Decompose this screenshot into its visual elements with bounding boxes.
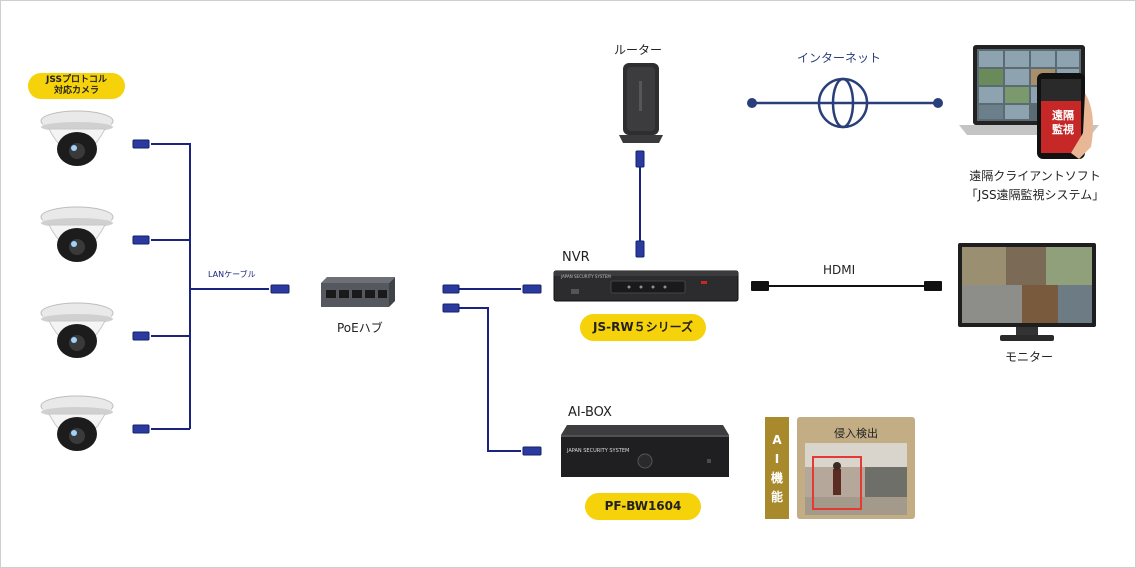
camera-tag: JSSプロトコル 対応カメラ: [28, 73, 125, 99]
lan-cable-label: LANケーブル: [208, 270, 256, 279]
dome-camera-icon: [40, 206, 114, 262]
router: [617, 61, 667, 149]
rj45-connector: [522, 446, 542, 456]
intrusion-detection-panel: 侵入検出: [797, 417, 915, 519]
detection-image: [805, 443, 907, 515]
rj45-connector: [132, 235, 150, 245]
monitor-label: モニター: [1005, 350, 1054, 364]
internet-label: インターネット: [797, 51, 882, 65]
laptop-icon: [959, 45, 1099, 159]
rj45-connector: [132, 424, 150, 434]
rj45-connector: [132, 331, 150, 341]
cable-camera-1: [151, 143, 191, 429]
ai-tag-char: 能: [770, 490, 783, 504]
phone-screen-text: 遠隔監視: [1052, 109, 1074, 136]
aibox-title: AI-BOX: [568, 405, 612, 420]
rj45-connector: [635, 150, 645, 168]
client-label-line1: 遠隔クライアントソフト: [969, 169, 1101, 183]
client-label-line2: 「JSS遠隔監視システム」: [965, 188, 1105, 202]
aibox-icon: [561, 425, 729, 477]
internet-endpoint: [933, 98, 943, 108]
router-icon: [619, 63, 663, 143]
poe-hub: [317, 275, 397, 315]
rj45-connector: [522, 284, 542, 294]
poe-hub-label: PoEハブ: [337, 321, 383, 335]
aibox-model-text: PF-BW1604: [604, 499, 682, 513]
ai-tag-char: 機: [770, 471, 783, 485]
internet-endpoint: [747, 98, 757, 108]
poe-hub-icon: [321, 277, 395, 307]
cable-hub-to-aibox: [459, 307, 521, 452]
rj45-connector: [270, 284, 290, 294]
laptop-with-phone: [959, 43, 1099, 167]
ai-tag-char: A: [772, 433, 782, 447]
intrusion-detection-title: 侵入検出: [834, 427, 878, 440]
nvr-brand: JAPAN SECURITY SYSTEM: [561, 274, 611, 279]
rj45-connector: [442, 303, 460, 313]
nvr-icon: [553, 270, 739, 302]
aibox-model-pill: PF-BW1604: [585, 493, 701, 520]
ai-feature-tag: A I 機 能: [765, 417, 789, 519]
rj45-connector: [635, 240, 645, 258]
hdmi-plug: [924, 281, 942, 291]
camera-tag-line2: 対応カメラ: [53, 86, 99, 96]
rj45-connector: [132, 139, 150, 149]
dome-camera-4: [39, 394, 115, 462]
client-label: 遠隔クライアントソフト 「JSS遠隔監視システム」: [947, 167, 1123, 205]
aibox-device: [557, 421, 733, 483]
dome-camera-icon: [40, 302, 114, 358]
camera-tag-line1: JSSプロトコル: [46, 75, 107, 85]
rj45-connector: [442, 284, 460, 294]
dome-camera-icon: [40, 110, 114, 166]
ai-tag-char: I: [774, 452, 780, 466]
dome-camera-1: [39, 109, 115, 177]
hdmi-label: HDMI: [823, 263, 856, 277]
nvr-device: [553, 269, 739, 309]
dome-camera-3: [39, 301, 115, 369]
dome-camera-2: [39, 205, 115, 273]
dome-camera-icon: [40, 395, 114, 451]
aibox-brand: JAPAN SECURITY SYSTEM: [567, 448, 630, 454]
hdmi-plug: [751, 281, 769, 291]
nvr-title: NVR: [562, 250, 590, 265]
nvr-series-pill: JS-RW５シリーズ: [580, 314, 706, 341]
monitor-device: [956, 241, 1098, 349]
router-label: ルーター: [614, 43, 663, 57]
monitor-icon: [958, 243, 1096, 341]
nvr-series-text: JS-RW５シリーズ: [593, 320, 693, 334]
